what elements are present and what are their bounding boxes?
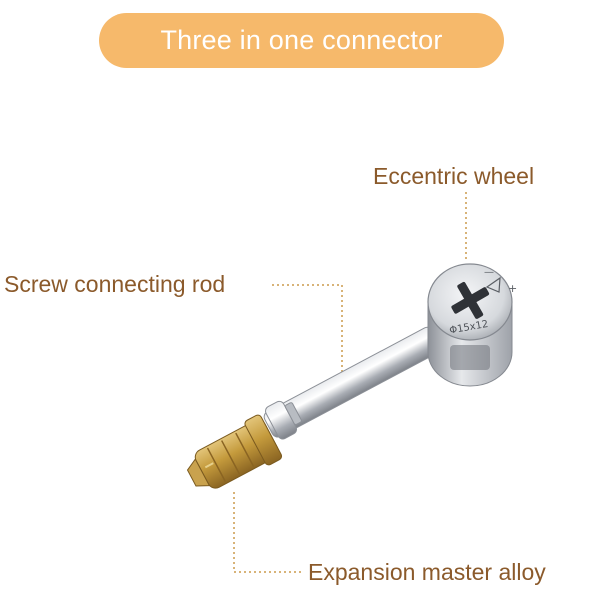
title-text: Three in one connector (160, 25, 443, 55)
title-banner: Three in one connector (99, 13, 504, 68)
eccentric-wheel: — + Φ15x12 (427, 263, 517, 387)
expansion-anchor (186, 414, 283, 489)
label-expansion-master-alloy: Expansion master alloy (308, 559, 546, 585)
leader-line-screw (272, 284, 343, 398)
label-eccentric-wheel: Eccentric wheel (373, 163, 535, 189)
label-screw-connecting-rod: Screw connecting rod (4, 271, 226, 297)
screw-connecting-rod (263, 326, 442, 440)
svg-text:—: — (484, 267, 494, 278)
leader-line-expansion (233, 492, 302, 573)
svg-text:+: + (508, 282, 517, 295)
